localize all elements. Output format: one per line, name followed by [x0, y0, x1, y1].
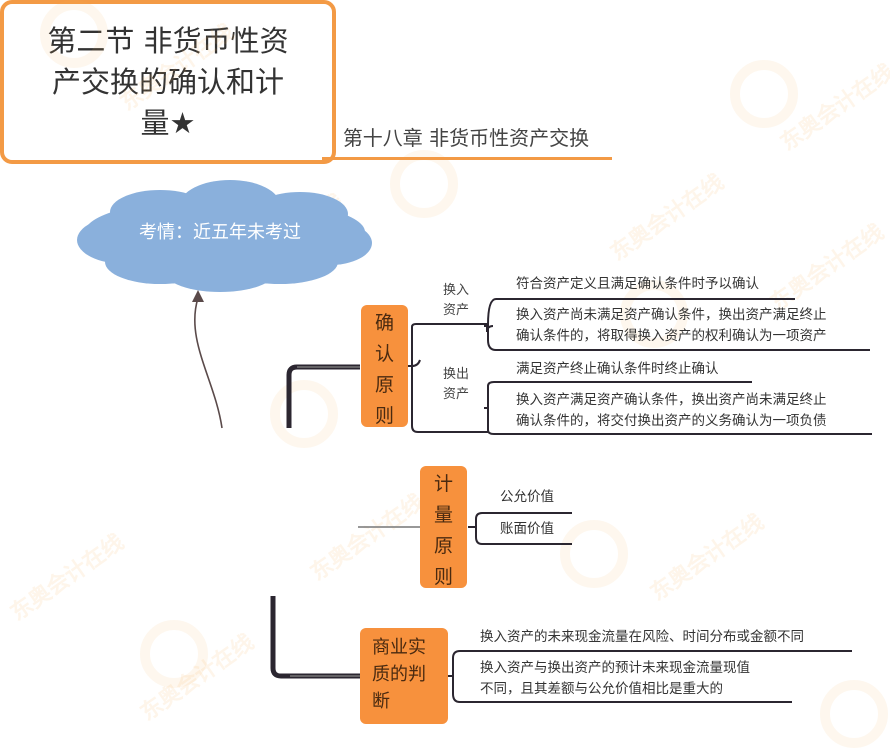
leaf-line: 确认条件的，将交付换出资产的义务确认为一项负债 [516, 413, 827, 429]
branch-label: 计量原则 [433, 473, 453, 588]
leaf-line: 不同，且其差额与公允价值相比是重大的 [480, 681, 723, 697]
leaf-line: 换入资产尚未满足资产确认条件，换出资产满足终止 [516, 307, 827, 323]
cloud-shape [77, 180, 372, 292]
title-underline [322, 157, 612, 160]
root-line-3: 量★ [140, 105, 196, 140]
group-label-line: 换出 [442, 367, 469, 382]
leaf-pv-differs[interactable]: 换入资产与换出资产的预计未来现金流量现值 不同，且其差额与公允价值相比是重大的 [480, 658, 750, 700]
leaf-outbound-obligation[interactable]: 换入资产满足资产确认条件，换出资产尚未满足终止 确认条件的，将交付换出资产的义务… [516, 390, 827, 432]
leaf-inbound-condition[interactable]: 符合资产定义且满足确认条件时予以确认 [516, 276, 759, 292]
leaf-outbound-condition[interactable]: 满足资产终止确认条件时终止确认 [516, 361, 719, 377]
group-outbound-assets[interactable]: 换出 资产 [436, 365, 476, 405]
leaf-line: 确认条件的，将取得换入资产的权利确认为一项资产 [516, 328, 827, 344]
root-line-2: 产交换的确认和计 [51, 64, 284, 99]
branch-label-line: 商业实 [372, 637, 426, 658]
leaf-fair-value[interactable]: 公允价值 [500, 489, 554, 505]
leaf-cashflow-differs[interactable]: 换入资产的未来现金流量在风险、时间分布或金额不同 [480, 629, 804, 645]
group-inbound-assets[interactable]: 换入 资产 [436, 281, 476, 321]
group-label-line: 资产 [442, 387, 469, 402]
arrow-line [193, 297, 223, 429]
group-label-line: 换入 [442, 283, 469, 298]
leaf-line: 换入资产与换出资产的预计未来现金流量现值 [480, 660, 750, 676]
branch-measurement-principle[interactable]: 计量原则 [420, 466, 467, 588]
leaf-book-value[interactable]: 账面价值 [500, 521, 554, 537]
leaf-line: 换入资产满足资产确认条件，换出资产尚未满足终止 [516, 392, 827, 408]
arrow-head-icon [192, 290, 204, 302]
branch-label-line: 断 [372, 691, 390, 712]
root-node[interactable]: 第二节 非货币性资 产交换的确认和计 量★ [0, 0, 336, 164]
root-line-1: 第二节 非货币性资 [47, 23, 289, 58]
branch-recognition-principle[interactable]: 确认原则 [361, 305, 408, 427]
chapter-title: 第十八章 非货币性资产交换 [342, 126, 590, 150]
leaf-inbound-right[interactable]: 换入资产尚未满足资产确认条件，换出资产满足终止 确认条件的，将取得换入资产的权利… [516, 305, 827, 347]
group-label-line: 资产 [442, 303, 469, 318]
branch-label-line: 质的判 [372, 664, 426, 685]
exam-note-cloud: 考情：近五年未考过 [139, 222, 301, 243]
branch-commercial-substance[interactable]: 商业实 质的判 断 [360, 628, 448, 724]
branch-label: 确认原则 [374, 312, 394, 427]
